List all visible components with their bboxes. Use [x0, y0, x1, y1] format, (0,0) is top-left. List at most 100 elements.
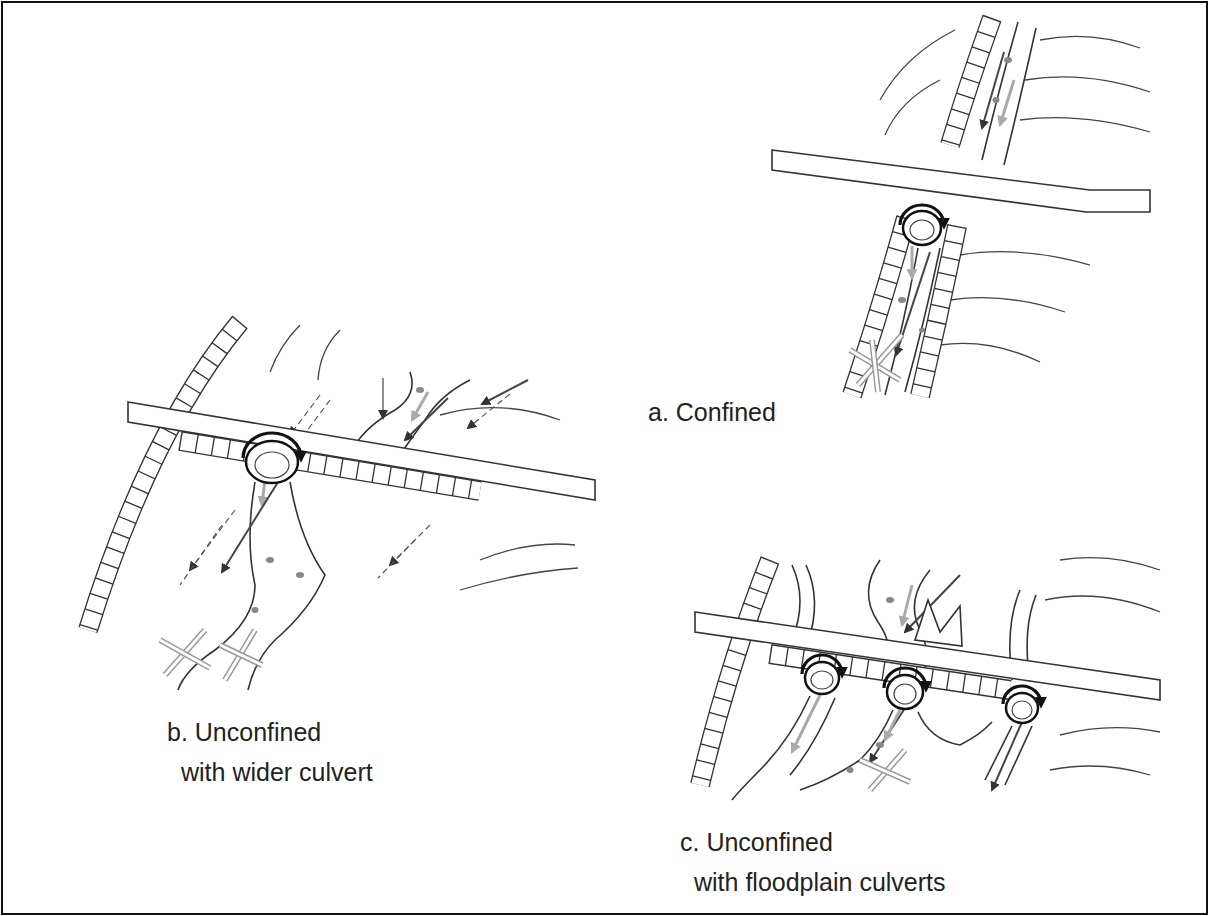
- contour-lines: [270, 325, 300, 372]
- rock-banks: [852, 18, 992, 396]
- culvert: [1006, 693, 1038, 723]
- unconfined-floodplain-panel: [695, 558, 1160, 800]
- stream-channel: [1005, 726, 1032, 785]
- stream-channel: [252, 607, 259, 613]
- rock-banks: [88, 322, 240, 630]
- stream-channel: [180, 525, 222, 585]
- stream-channel: [266, 557, 274, 563]
- culvert: [1012, 701, 1032, 719]
- culvert: [1003, 686, 1041, 704]
- debris: [850, 335, 902, 392]
- stream-channel: [1004, 57, 1012, 63]
- stream-channel: [222, 482, 278, 572]
- stream-channel: [355, 372, 412, 445]
- contour-lines: [440, 408, 560, 420]
- road: [772, 150, 1150, 212]
- contour-lines: [960, 252, 1090, 265]
- contour-lines: [940, 343, 1040, 362]
- contour-lines: [318, 330, 340, 380]
- confined-panel: [772, 18, 1150, 396]
- stream-channel: [885, 22, 1036, 395]
- stream-channel: [400, 380, 470, 455]
- stream-channel: [1000, 80, 1014, 125]
- rock-banks: [88, 322, 240, 630]
- culvert: [805, 662, 839, 694]
- road: [180, 441, 480, 491]
- contour-lines: [880, 30, 955, 100]
- debris: [220, 645, 262, 665]
- debris: [872, 340, 878, 392]
- rock-banks: [700, 560, 770, 785]
- stream-channel: [898, 297, 906, 303]
- rock-banks: [950, 18, 992, 145]
- road: [180, 441, 480, 491]
- stream-channel: [732, 696, 810, 800]
- debris: [860, 750, 910, 790]
- stream-channel: [918, 712, 992, 745]
- stream-channel: [296, 572, 304, 578]
- contour-lines: [1040, 36, 1140, 48]
- road: [695, 600, 1160, 700]
- rock-banks: [700, 560, 770, 785]
- culvert: [910, 220, 934, 240]
- road: [128, 402, 595, 500]
- stream-channel: [911, 246, 914, 278]
- road: [915, 600, 962, 646]
- rock-banks: [700, 560, 770, 785]
- debris: [860, 760, 910, 782]
- stream-channel: [382, 378, 383, 418]
- culvert: [903, 211, 941, 245]
- contour-lines: [1020, 118, 1150, 132]
- road: [128, 402, 595, 500]
- stream-channel: [919, 328, 925, 333]
- stream-channel: [390, 525, 430, 565]
- culvert: [243, 433, 301, 483]
- culvert: [255, 452, 289, 478]
- panel-caption: a. Confined: [648, 392, 776, 432]
- contour-lines: [480, 544, 575, 560]
- road: [180, 441, 480, 491]
- road: [772, 150, 1150, 212]
- culvert: [884, 668, 926, 688]
- debris: [860, 760, 910, 782]
- panel-caption: b. Unconfined with wider culvert: [167, 712, 373, 792]
- stream-channel: [468, 394, 510, 428]
- stream-channel: [886, 597, 894, 603]
- stream-channel: [412, 392, 428, 420]
- stream-channel: [405, 398, 448, 440]
- contour-lines: [1045, 596, 1160, 612]
- stream-channel: [902, 585, 912, 625]
- rock-banks: [88, 322, 240, 630]
- unconfined-wide-panel: [88, 322, 595, 690]
- debris: [160, 630, 262, 680]
- culvert: [894, 684, 916, 704]
- stream-channel: [993, 97, 1000, 103]
- contour-lines: [1060, 728, 1160, 735]
- stream-channel: [416, 387, 424, 393]
- panel-caption: c. Unconfined with floodplain culverts: [680, 822, 946, 902]
- stream-channel: [378, 540, 415, 578]
- stream-channel: [885, 710, 900, 740]
- contour-lines: [1050, 766, 1150, 775]
- rock-banks: [950, 18, 992, 145]
- caption-line: with wider culvert: [167, 758, 373, 786]
- caption-line: with floodplain culverts: [680, 868, 946, 896]
- stream-channel: [905, 248, 940, 392]
- stream-channel: [847, 767, 854, 773]
- stream-channel: [992, 722, 1022, 790]
- contour-lines: [460, 568, 578, 590]
- contour-lines: [1025, 77, 1150, 92]
- culvert: [802, 655, 842, 674]
- rock-banks: [700, 560, 770, 785]
- contour-lines: [1060, 558, 1160, 570]
- culvert: [900, 205, 944, 225]
- contour-lines: [950, 298, 1065, 312]
- culvert: [246, 441, 298, 483]
- rock-banks: [88, 322, 240, 630]
- culvert: [802, 655, 1041, 723]
- stream-channel: [876, 742, 884, 748]
- stream-channel: [482, 380, 528, 404]
- debris: [220, 645, 262, 665]
